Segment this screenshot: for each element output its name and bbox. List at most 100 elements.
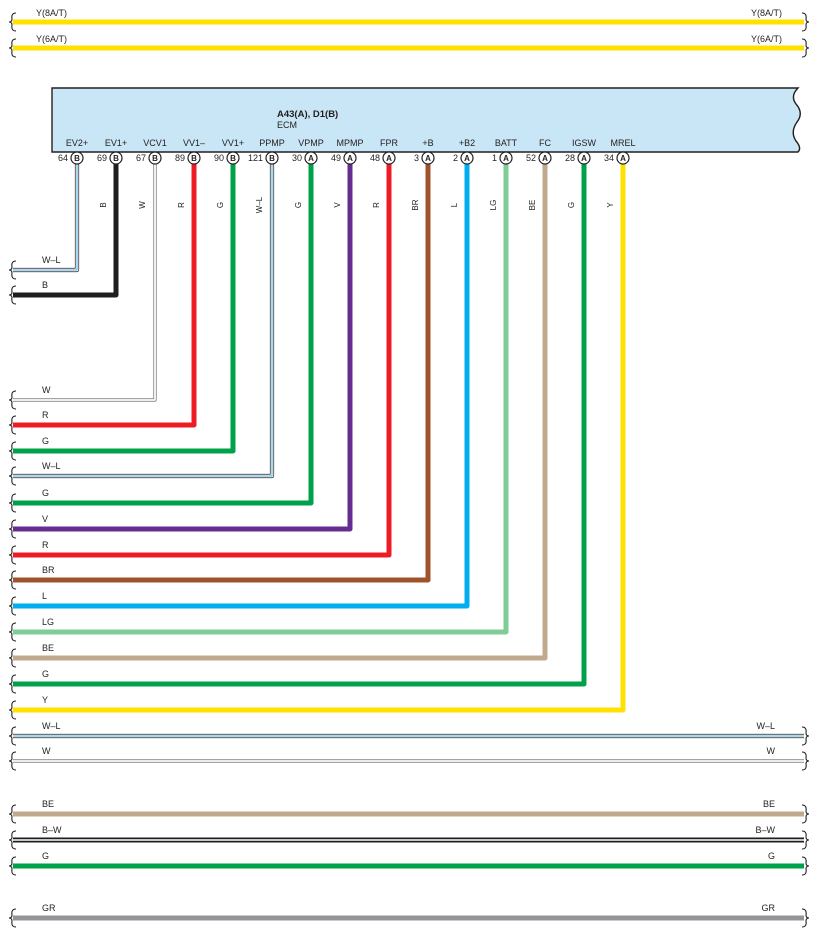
branch-color-label: B xyxy=(99,202,108,207)
branch-color-label: L xyxy=(450,202,459,207)
pin-number-7: 49 xyxy=(331,153,341,163)
branch-row-label: L xyxy=(42,591,47,601)
right-bracket-icon xyxy=(801,12,810,32)
wire-label-right: Y(8A/T) xyxy=(751,8,782,18)
left-bracket-icon xyxy=(8,12,17,32)
right-bracket-icon xyxy=(801,908,810,928)
branch-wire-fc xyxy=(13,164,548,661)
left-bracket-icon xyxy=(8,441,17,461)
pin-number-10: 2 xyxy=(453,153,458,163)
branch-wire-vv1 xyxy=(13,164,197,428)
branch-row-label: BR xyxy=(42,565,55,575)
left-bracket-icon xyxy=(8,519,17,539)
connector-pin-icon xyxy=(187,151,201,165)
branch-color-label: LG xyxy=(489,200,498,211)
branch-color-label: G xyxy=(567,202,576,208)
left-bracket-icon xyxy=(8,415,17,435)
pin-name-7: MPMP xyxy=(337,138,364,148)
through-wires-top: Y(8A/T)Y(8A/T)Y(6A/T)Y(6A/T) xyxy=(8,8,810,58)
connector-pin-icon xyxy=(265,151,279,165)
left-bracket-icon xyxy=(8,596,17,616)
connector-pin-icon xyxy=(382,151,396,165)
pin-number-2: 67 xyxy=(136,153,146,163)
branch-wire-batt xyxy=(13,164,509,635)
wire-label-left: BE xyxy=(42,799,54,809)
branch-row-label: W xyxy=(42,385,51,395)
wire-label-left: W–L xyxy=(42,721,61,731)
connector-letter: A xyxy=(542,154,548,163)
wire-label-right: GR xyxy=(762,903,776,913)
branch-wire-ev1 xyxy=(13,164,119,298)
ecm-branch-wires: W–LBBWWRRGGW–LW–LGGVVRRBRBRLLLGLGBEBEGGY… xyxy=(8,164,626,720)
left-bracket-icon xyxy=(8,38,17,58)
pin-name-12: FC xyxy=(539,138,551,148)
right-bracket-icon xyxy=(801,38,810,58)
connector-pin-icon xyxy=(109,151,123,165)
branch-row-label: G xyxy=(42,669,49,679)
wire-label-left: W xyxy=(42,746,51,756)
branch-row-label: W–L xyxy=(42,255,61,265)
left-bracket-icon xyxy=(8,570,17,590)
branch-wire-fpr xyxy=(13,164,392,558)
wire-label-right: W xyxy=(767,746,776,756)
pin-number-5: 121 xyxy=(248,153,263,163)
branch-wire-mrel xyxy=(13,164,626,713)
branch-wire-igsw xyxy=(13,164,587,687)
branch-color-label: R xyxy=(372,202,381,208)
branch-row-label: Y xyxy=(42,695,48,705)
left-bracket-icon xyxy=(8,285,17,305)
branch-row-label: V xyxy=(42,514,48,524)
branch-wire-vv1 xyxy=(13,164,236,454)
wire-label-right: G xyxy=(768,851,775,861)
wire-label-right: W–L xyxy=(756,721,775,731)
connector-letter: A xyxy=(347,154,353,163)
left-bracket-icon xyxy=(8,908,17,928)
left-bracket-icon xyxy=(8,545,17,565)
left-bracket-icon xyxy=(8,390,17,410)
connector-letter: A xyxy=(464,154,470,163)
pin-number-11: 1 xyxy=(492,153,497,163)
wire-label-left: G xyxy=(42,851,49,861)
branch-color-label: BE xyxy=(528,200,537,211)
left-bracket-icon xyxy=(8,804,17,824)
connector-pin-icon xyxy=(226,151,240,165)
wire-label-right: Y(6A/T) xyxy=(751,34,782,44)
connector-pin-icon xyxy=(460,151,474,165)
branch-wire-ev2 xyxy=(13,164,80,273)
branch-color-label: W–L xyxy=(255,196,264,213)
branch-row-label: BE xyxy=(42,643,54,653)
connector-letter: A xyxy=(308,154,314,163)
pin-number-6: 30 xyxy=(292,153,302,163)
branch-wire-b xyxy=(13,164,431,583)
pin-name-2: VCV1 xyxy=(143,138,167,148)
left-bracket-icon xyxy=(8,751,17,771)
connector-pin-icon xyxy=(421,151,435,165)
branch-wire-vpmp xyxy=(13,164,314,506)
connector-letter: A xyxy=(581,154,587,163)
connector-letter: A xyxy=(425,154,431,163)
branch-color-label: BR xyxy=(411,199,420,210)
connector-pin-icon xyxy=(343,151,357,165)
pin-name-6: VPMP xyxy=(298,138,324,148)
wire-label-left: Y(6A/T) xyxy=(36,34,67,44)
connector-pin-icon xyxy=(616,151,630,165)
pin-number-1: 69 xyxy=(97,153,107,163)
left-bracket-icon xyxy=(8,648,17,668)
pin-number-9: 3 xyxy=(414,153,419,163)
right-bracket-icon xyxy=(801,830,810,850)
left-bracket-icon xyxy=(8,260,17,280)
pin-name-8: FPR xyxy=(380,138,399,148)
pin-number-0: 64 xyxy=(58,153,68,163)
pin-number-4: 90 xyxy=(214,153,224,163)
branch-wire-mpmp xyxy=(13,164,353,532)
branch-row-label: W–L xyxy=(42,461,61,471)
branch-row-label: B xyxy=(42,280,48,290)
pin-name-0: EV2+ xyxy=(66,138,88,148)
pin-number-8: 48 xyxy=(370,153,380,163)
pin-name-5: PPMP xyxy=(259,138,285,148)
branch-color-label: W xyxy=(138,201,147,209)
right-bracket-icon xyxy=(801,751,810,771)
wire-label-right: B–W xyxy=(755,825,775,835)
pin-name-14: MREL xyxy=(610,138,635,148)
